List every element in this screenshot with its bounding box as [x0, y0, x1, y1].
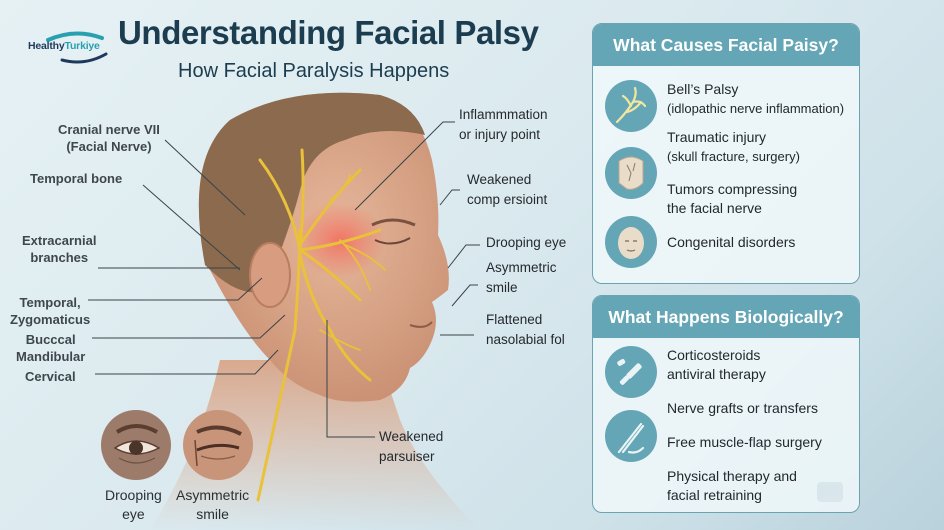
bio-item-physical-therapy: Physical therapy and facial retraining: [667, 467, 797, 505]
cause-item-congenital: Congenital disorders: [667, 233, 795, 252]
label-line: smile: [486, 280, 518, 295]
nerve-icon: [605, 80, 657, 132]
cause-sub: the facial nerve: [667, 200, 762, 216]
cause-main: Bell’s Palsy: [667, 81, 739, 97]
drooping-eye-caption: Drooping eye: [105, 486, 162, 524]
skull-fracture-icon: [605, 147, 657, 199]
cause-item-bells-palsy: Bell’s Palsy (idlopathic nerve inflammat…: [667, 80, 844, 118]
label-line: Flattened: [486, 312, 543, 327]
cause-sub: (idlopathic nerve inflammation): [667, 101, 845, 116]
asymmetric-smile-icon: [183, 410, 253, 480]
bio-sub: antiviral therapy: [667, 366, 766, 382]
page-subtitle: How Facial Paralysis Happens: [178, 60, 450, 82]
caption-line: Drooping: [105, 487, 162, 503]
label-asymmetric-smile: Asymmetric smile: [486, 258, 557, 298]
bio-main: Physical therapy and: [667, 468, 797, 484]
label-line: (Facial Nerve): [66, 139, 152, 154]
label-drooping-eye: Drooping eye: [486, 233, 566, 253]
label-line: Cervical: [25, 369, 76, 384]
label-line: Drooping eye: [486, 235, 567, 250]
logo-word-healthy: Healthy: [28, 40, 65, 52]
label-line: branches: [30, 250, 89, 265]
bio-item-corticosteroids: Corticosteroids antiviral therapy: [667, 346, 766, 384]
face-icon: [605, 216, 657, 268]
label-inflammation-point: Inflammmation or injury point: [459, 105, 548, 145]
cause-main: Traumatic injury: [667, 129, 767, 145]
label-line: Temporal,: [19, 295, 81, 310]
label-weakened-parsuiser: Weakened parsuiser: [379, 427, 443, 467]
label-line: Zygomaticus: [10, 312, 91, 327]
label-extracranial-branches: Extracarnial branches: [22, 232, 96, 266]
label-line: Inflammmation: [459, 107, 548, 122]
head-profile-illustration: [150, 92, 480, 530]
caption-line: smile: [196, 506, 229, 522]
label-line: Asymmetric: [486, 260, 557, 275]
drooping-eye-icon: [101, 410, 171, 480]
causes-panel: What Causes Facial Paisy? Bell’s Palsy (…: [592, 23, 860, 284]
label-line: Weakened: [379, 429, 444, 444]
biology-panel-title: What Happens Biologically?: [593, 296, 859, 338]
label-cranial-nerve: Cranial nerve VII (Facial Nerve): [58, 121, 160, 155]
label-line: Weakened: [467, 172, 532, 187]
asymmetric-smile-caption: Asymmetric smile: [176, 486, 249, 524]
causes-panel-title: What Causes Facial Paisy?: [593, 24, 859, 66]
scalpel-icon: [605, 410, 657, 462]
cause-main: Tumors compressing: [667, 181, 798, 197]
label-line: comp ersioint: [467, 192, 548, 207]
label-line: Extracarnial: [22, 233, 97, 248]
cause-item-traumatic-injury: Traumatic injury (skull fracture, surger…: [667, 128, 800, 166]
label-line: parsuiser: [379, 449, 435, 464]
label-temporal-bone: Temporal bone: [30, 170, 122, 187]
label-line: Bucccal: [25, 332, 76, 347]
label-line: Cranial nerve VII: [58, 122, 160, 137]
label-line: nasolabial fol: [486, 332, 565, 347]
watermark-icon: [817, 482, 843, 502]
caption-line: Asymmetric: [176, 487, 250, 503]
caption-line: eye: [122, 506, 145, 522]
cause-main: Congenital disorders: [667, 234, 796, 250]
cause-sub: (skull fracture, surgery): [667, 149, 800, 164]
label-line: Mandibular: [16, 349, 86, 364]
bio-main: Free muscle-flap surgery: [667, 434, 822, 450]
label-buccal-mandibular: Bucccal Mandibular: [16, 331, 85, 365]
pills-icon: [605, 346, 657, 398]
biology-panel: What Happens Biologically? Corticosteroi…: [592, 295, 860, 513]
bio-item-muscle-flap: Free muscle-flap surgery: [667, 433, 822, 452]
healthy-turkiye-logo[interactable]: HealthyTurkiye: [28, 30, 118, 66]
logo-text: HealthyTurkiye: [28, 40, 100, 52]
label-line: or injury point: [459, 127, 541, 142]
label-weakened-compression: Weakened comp ersioint: [467, 170, 547, 210]
label-temporal-zygomaticus: Temporal, Zygomaticus: [10, 294, 90, 328]
label-line: Temporal bone: [30, 171, 123, 186]
bio-main: Corticosteroids: [667, 347, 761, 363]
label-flattened-nasolabial-fold: Flattened nasolabial fol: [486, 310, 565, 350]
page-title: Understanding Facial Palsy: [118, 14, 539, 51]
logo-wave-icon: [46, 31, 108, 64]
cause-item-tumors: Tumors compressing the facial nerve: [667, 180, 797, 218]
bio-sub: facial retraining: [667, 487, 762, 503]
bio-item-nerve-grafts: Nerve grafts or transfers: [667, 399, 818, 418]
label-cervical: Cervical: [25, 368, 76, 385]
bio-main: Nerve grafts or transfers: [667, 400, 818, 416]
logo-word-turkiye: Turkiye: [64, 40, 100, 52]
